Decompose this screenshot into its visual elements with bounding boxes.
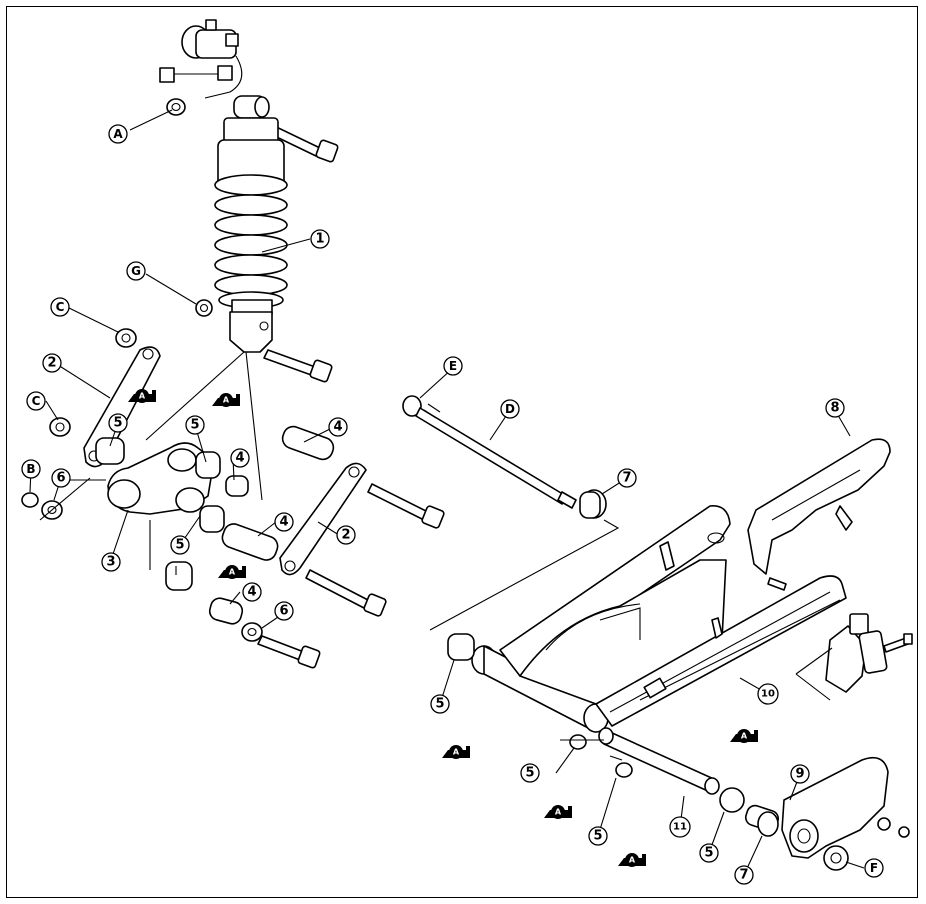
callout-4-b: 4 [230,448,250,468]
callout-D: D [500,399,520,419]
swingarm-bearings [447,633,780,837]
callout-2-right: 2 [336,525,356,545]
callout-A: A [108,124,128,144]
callout-5-f: 5 [588,826,608,846]
svg-text:5: 5 [704,846,713,861]
svg-text:C: C [56,300,65,314]
svg-text:5: 5 [525,766,534,781]
grease-symbol: A [618,853,646,867]
chain-case [747,438,891,591]
svg-text:5: 5 [190,418,199,433]
svg-text:10: 10 [761,689,775,700]
callout-E: E [443,356,463,376]
svg-text:2: 2 [341,528,350,543]
svg-text:A: A [113,127,123,141]
callout-C-lower: C [26,391,46,411]
svg-text:B: B [26,462,35,476]
callout-5-c: 5 [170,535,190,555]
grease-symbol: A [730,729,758,743]
callout-2-left: 2 [42,353,62,373]
chain-adjuster-cover [781,756,910,871]
callout-4-c: 4 [274,512,294,532]
chain-adjuster [795,613,913,701]
callout-11: 11 [669,816,691,838]
svg-text:5: 5 [175,538,184,553]
svg-text:11: 11 [673,822,687,833]
callout-4-d: 4 [242,582,262,602]
svg-text:8: 8 [830,401,839,416]
grease-symbol: A [128,389,156,403]
svg-text:C: C [32,394,41,408]
svg-text:G: G [131,264,141,278]
svg-text:A: A [629,856,636,865]
callout-6-b: 6 [274,601,294,621]
svg-text:A: A [555,808,562,817]
callout-8: 8 [825,398,845,418]
callout-5-g: 5 [699,843,719,863]
svg-text:2: 2 [47,356,56,371]
linkage-assembly [21,328,445,669]
grease-symbol: A [218,565,246,579]
pivot-shaft [402,395,620,631]
guide-line [145,351,245,441]
guide-line [245,351,263,501]
callout-9: 9 [790,764,810,784]
callout-5-e: 5 [520,763,540,783]
svg-text:A: A [229,568,236,577]
svg-text:F: F [870,861,878,875]
callout-B: B [21,459,41,479]
callout-10: 10 [757,683,779,705]
grease-symbol: A [544,805,572,819]
svg-text:A: A [453,748,460,757]
svg-text:4: 4 [247,585,256,600]
svg-text:A: A [139,392,146,401]
grease-symbol: A [442,745,470,759]
callout-labels: A 1 G C 2 C 5 5 4 4 B 6 4 2 5 3 4 6 E D … [21,124,884,885]
callout-5-d: 5 [430,694,450,714]
svg-text:3: 3 [106,555,115,570]
svg-text:6: 6 [56,471,65,486]
svg-text:7: 7 [622,471,631,486]
swingarm [471,505,847,795]
callout-5-b: 5 [185,415,205,435]
svg-text:5: 5 [435,697,444,712]
callout-3: 3 [101,552,121,572]
callout-6-a: 6 [51,468,71,488]
callout-1: 1 [310,229,330,249]
svg-text:9: 9 [795,767,804,782]
grease-symbol: A [212,393,240,407]
callout-7-a: 7 [617,468,637,488]
callout-G: G [126,261,146,281]
callout-7-b: 7 [734,865,754,885]
grease-symbols: A A A A A A [128,389,758,867]
svg-text:D: D [505,402,515,416]
svg-text:A: A [223,396,230,405]
svg-text:5: 5 [113,416,122,431]
svg-text:1: 1 [315,232,324,247]
callout-C-upper: C [50,297,70,317]
svg-text:5: 5 [593,829,602,844]
svg-text:4: 4 [235,451,244,466]
svg-text:7: 7 [739,868,748,883]
svg-text:6: 6 [279,604,288,619]
shock-absorber [159,19,339,383]
callout-5-a: 5 [108,413,128,433]
callout-4-a: 4 [328,417,348,437]
callout-F: F [864,858,884,878]
svg-text:E: E [449,359,457,373]
svg-text:4: 4 [279,515,288,530]
svg-text:4: 4 [333,420,342,435]
svg-text:A: A [741,732,748,741]
